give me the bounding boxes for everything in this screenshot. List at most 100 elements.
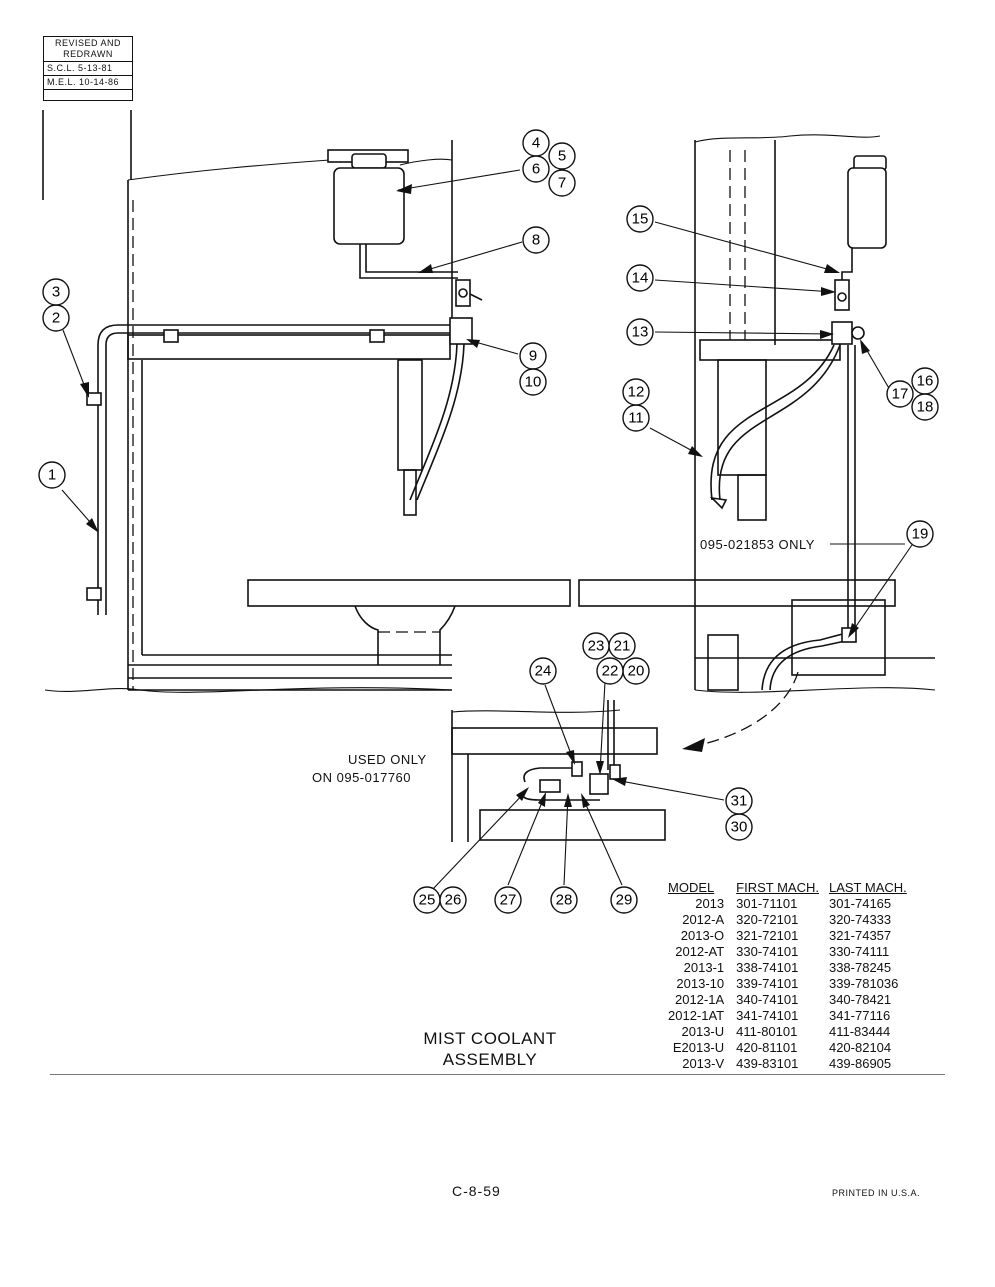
left-view [44, 140, 571, 693]
right-view [578, 134, 936, 752]
model-cell: 2012-A [682, 912, 725, 927]
callout-28: 28 [550, 886, 578, 914]
leader-lines [61, 169, 915, 891]
callout-21: 21 [608, 632, 636, 660]
last-mach-cell: 439-86905 [828, 1056, 892, 1071]
svg-text:22: 22 [602, 663, 619, 680]
table-row: 2013 301-71101 301-74165 [668, 896, 917, 912]
callout-7: 7 [548, 169, 576, 197]
table-header: MODEL [668, 880, 715, 895]
callout-18: 18 [911, 393, 939, 421]
model-cell: 2012-1A [674, 992, 725, 1007]
model-cell: 2013 [695, 896, 725, 911]
note-095-021853: 095-021853 ONLY [700, 537, 815, 552]
first-mach-cell: 341-74101 [736, 1008, 799, 1023]
revision-entry: M.E.L. 10-14-86 [44, 76, 132, 90]
callout-30: 30 [725, 813, 753, 841]
last-mach-cell: 341-77116 [828, 1008, 891, 1023]
svg-text:1: 1 [48, 467, 56, 484]
first-mach-cell: 321-72101 [736, 928, 799, 943]
svg-text:24: 24 [535, 663, 552, 680]
svg-text:13: 13 [632, 324, 649, 341]
svg-text:15: 15 [632, 211, 649, 228]
first-mach-cell: 301-71101 [736, 896, 798, 911]
last-mach-cell: 339-781036 [828, 976, 899, 991]
revision-heading: REVISED AND REDRAWN [44, 37, 132, 62]
svg-text:20: 20 [628, 663, 645, 680]
model-cell: 2013-V [682, 1056, 725, 1071]
detail-view [451, 700, 666, 842]
first-mach-cell: 439-83101 [736, 1056, 799, 1071]
table-row: 2012-1AT 341-74101 341-77116 [668, 1008, 917, 1024]
svg-text:29: 29 [616, 892, 633, 909]
svg-text:16: 16 [917, 373, 934, 390]
callout-12: 12 [622, 378, 650, 406]
model-cell: 2013-10 [676, 976, 725, 991]
svg-text:5: 5 [558, 148, 566, 165]
model-cell: 2012-1AT [668, 1008, 725, 1023]
title-line2: ASSEMBLY [442, 1050, 538, 1069]
callout-1: 1 [38, 461, 66, 489]
first-mach-cell: 420-81101 [736, 1040, 798, 1055]
note-used-only-line1: USED ONLY [348, 752, 427, 767]
svg-text:27: 27 [500, 892, 517, 909]
svg-text:3: 3 [52, 284, 60, 301]
svg-text:6: 6 [532, 161, 540, 178]
svg-text:30: 30 [731, 819, 748, 836]
callout-19: 19 [906, 520, 934, 548]
revision-entry: S.C.L. 5-13-81 [44, 62, 132, 76]
callout-13: 13 [626, 318, 654, 346]
first-mach-cell: 338-74101 [736, 960, 799, 975]
last-mach-cell: 411-83444 [828, 1024, 891, 1039]
svg-text:25: 25 [419, 892, 436, 909]
model-cell: 2013-O [680, 928, 725, 943]
note-used-only-line2: ON 095-017760 [312, 770, 412, 785]
callout-14: 14 [626, 264, 654, 292]
model-cell: 2013-U [681, 1024, 725, 1039]
svg-text:11: 11 [628, 410, 644, 427]
table-header: FIRST MACH. [736, 880, 819, 895]
callout-20: 20 [622, 657, 650, 685]
model-cell: E2013-U [672, 1040, 725, 1055]
svg-text:18: 18 [917, 399, 934, 416]
callout-17: 17 [886, 380, 914, 408]
printed-in-usa: PRINTED IN U.S.A. [832, 1188, 921, 1198]
last-mach-cell: 330-74111 [828, 944, 890, 959]
drawing-title: MIST COOLANT ASSEMBLY [400, 1028, 580, 1070]
svg-text:10: 10 [525, 374, 542, 391]
first-mach-cell: 411-80101 [736, 1024, 798, 1039]
last-mach-cell: 340-78421 [828, 992, 892, 1007]
callout-29: 29 [610, 886, 638, 914]
svg-text:19: 19 [912, 526, 929, 543]
callout-2: 2 [42, 304, 70, 332]
callout-22: 22 [596, 657, 624, 685]
table-row: 2013-U 411-80101 411-83444 [668, 1024, 917, 1040]
callout-26: 26 [439, 886, 467, 914]
table-row: 2012-1A 340-74101 340-78421 [668, 992, 917, 1008]
callout-15: 15 [626, 205, 654, 233]
svg-text:31: 31 [731, 793, 748, 810]
svg-text:26: 26 [445, 892, 462, 909]
svg-text:21: 21 [614, 638, 631, 655]
callout-27: 27 [494, 886, 522, 914]
first-mach-cell: 340-74101 [736, 992, 799, 1007]
svg-text:23: 23 [588, 638, 605, 655]
svg-text:14: 14 [632, 270, 649, 287]
callout-6: 6 [522, 155, 550, 183]
title-line1: MIST COOLANT [423, 1029, 557, 1048]
page-number: C-8-59 [452, 1183, 501, 1199]
last-mach-cell: 301-74165 [828, 896, 892, 911]
model-cell: 2013-1 [683, 960, 725, 975]
callout-23: 23 [582, 632, 610, 660]
callout-31: 31 [725, 787, 753, 815]
callout-11: 11 [622, 404, 650, 432]
callout-3: 3 [42, 278, 70, 306]
